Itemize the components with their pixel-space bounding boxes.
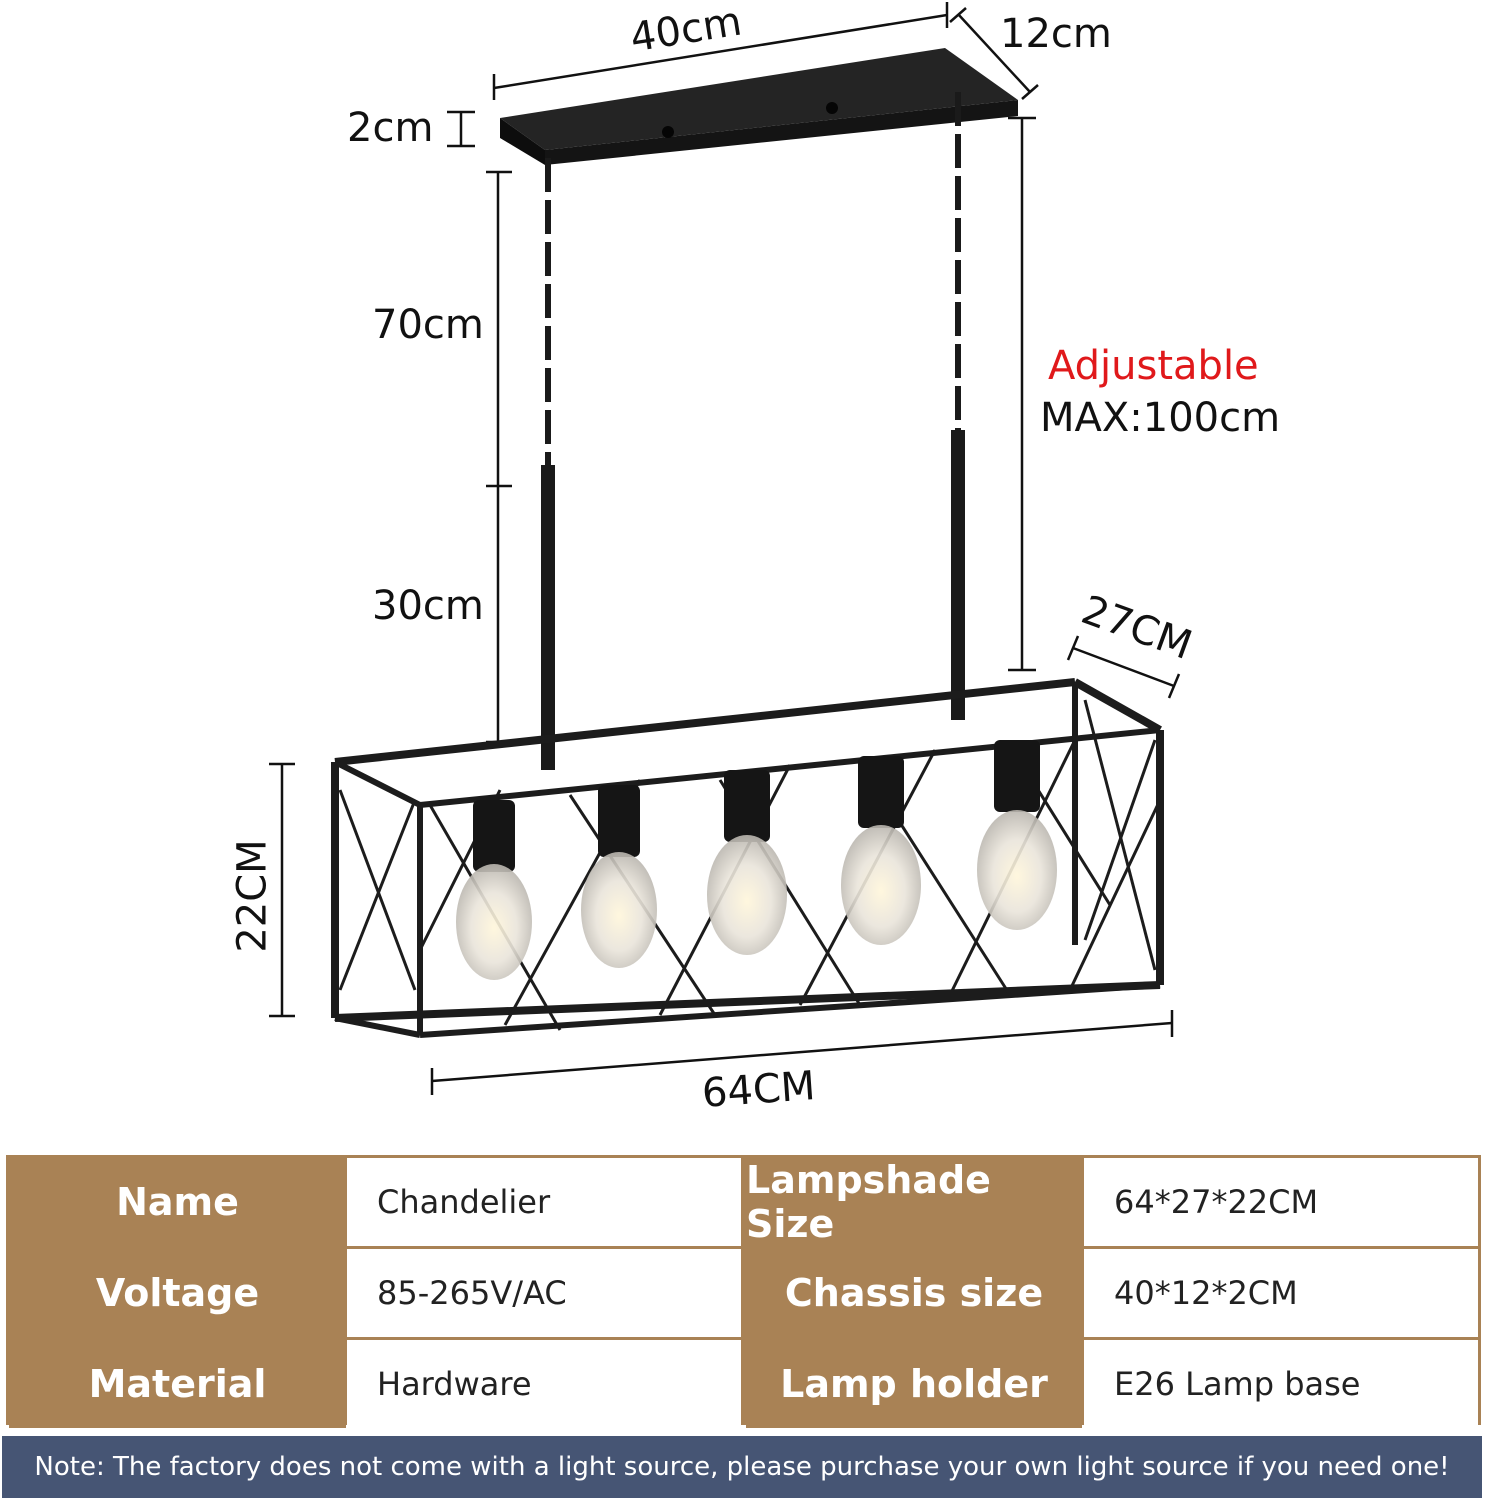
table-row: Material Hardware Lamp holder E26 Lamp b… — [9, 1340, 1478, 1428]
spec-value: Chandelier — [347, 1158, 741, 1246]
canopy-width-label: 12cm — [1000, 11, 1112, 57]
table-row: Name Chandelier Lampshade Size 64*27*22C… — [9, 1158, 1478, 1246]
bulb-3 — [707, 770, 787, 955]
bulb-2 — [581, 785, 657, 968]
adjustable-label: Adjustable — [1048, 343, 1259, 389]
canopy-height-label: 2cm — [347, 105, 434, 151]
shade-height-label: 22CM — [229, 839, 276, 953]
spec-key: Lampshade Size — [746, 1158, 1082, 1246]
spec-value: 64*27*22CM — [1084, 1158, 1478, 1246]
spec-value: 40*12*2CM — [1084, 1249, 1478, 1337]
left-suspension — [541, 158, 555, 770]
adjustable-max-label: MAX:100cm — [1040, 395, 1281, 441]
shade-length-label: 64CM — [700, 1063, 817, 1117]
bulb-1 — [456, 800, 532, 980]
spec-key: Chassis size — [746, 1249, 1082, 1337]
chandelier-diagram — [269, 2, 1181, 1095]
rod-length-label: 30cm — [372, 583, 484, 629]
spec-value: Hardware — [347, 1340, 741, 1428]
spec-key: Lamp holder — [746, 1340, 1082, 1428]
bulbs — [456, 740, 1057, 980]
spec-value: 85-265V/AC — [347, 1249, 741, 1337]
bulb-5 — [977, 740, 1057, 930]
shade-frame — [331, 678, 1164, 1038]
spec-key: Material — [9, 1340, 346, 1428]
note-text: Note: The factory does not come with a l… — [34, 1452, 1450, 1482]
table-row: Voltage 85-265V/AC Chassis size 40*12*2C… — [9, 1249, 1478, 1337]
chain-length-label: 70cm — [372, 302, 484, 348]
spec-value: E26 Lamp base — [1084, 1340, 1478, 1428]
spec-table: Name Chandelier Lampshade Size 64*27*22C… — [6, 1155, 1481, 1428]
spec-key: Voltage — [9, 1249, 346, 1337]
bulb-4 — [841, 756, 921, 945]
spec-key: Name — [9, 1158, 346, 1246]
note-bar: Note: The factory does not come with a l… — [2, 1436, 1482, 1498]
right-suspension — [951, 92, 965, 720]
canopy — [500, 48, 1018, 165]
